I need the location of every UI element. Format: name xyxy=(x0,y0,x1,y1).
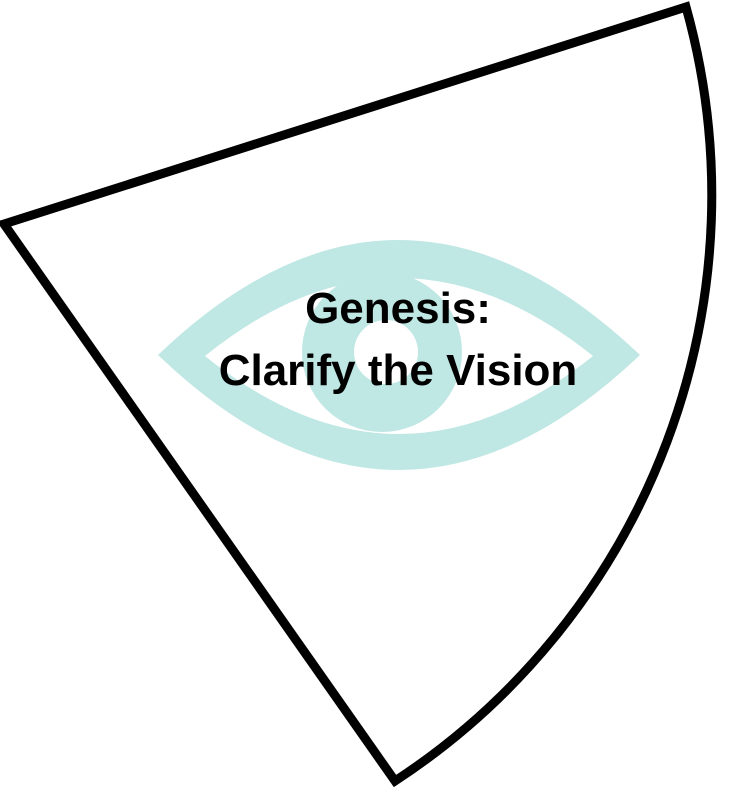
title-line-1: Genesis: xyxy=(305,284,491,333)
eye-icon xyxy=(158,240,640,470)
title-line-2: Clarify the Vision xyxy=(219,346,578,395)
eye-highlight-shape xyxy=(354,320,418,384)
